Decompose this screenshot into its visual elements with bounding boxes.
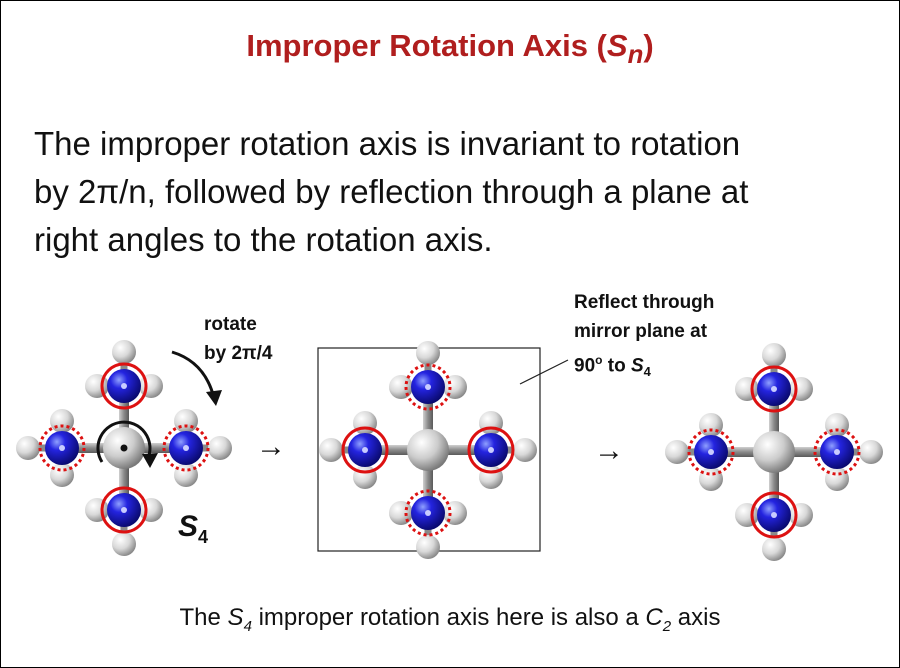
bond — [124, 443, 186, 453]
white-atom — [789, 503, 813, 527]
bond — [119, 448, 129, 510]
arrow-2: → — [594, 434, 624, 467]
caption: The S4 improper rotation axis here is al… — [179, 604, 721, 635]
white-atom — [443, 501, 467, 525]
white-atom — [139, 374, 163, 398]
white-atom — [85, 498, 109, 522]
blue-atom-highlight — [425, 510, 431, 516]
white-atom — [513, 438, 537, 462]
blue-atom-highlight — [771, 386, 777, 392]
dotted-ring-bottom — [404, 489, 452, 537]
white-atom — [825, 413, 849, 437]
central-atom — [753, 431, 795, 473]
dotted-ring-right — [162, 424, 210, 472]
bond — [62, 443, 124, 453]
blue-atom-highlight — [121, 383, 127, 389]
definition-line-1: The improper rotation axis is invariant … — [34, 125, 741, 162]
blue-atom-highlight — [488, 447, 494, 453]
solid-ring-top — [100, 362, 148, 410]
bond — [423, 387, 433, 450]
white-atom — [479, 465, 503, 489]
solid-ring-top — [750, 365, 798, 413]
white-atom — [16, 436, 40, 460]
white-atom — [50, 463, 74, 487]
definition-text: The improper rotation axis is invariant … — [34, 120, 874, 264]
blue-atom-highlight — [59, 445, 65, 451]
bond — [711, 447, 774, 457]
white-atom — [699, 413, 723, 437]
white-atom — [479, 411, 503, 435]
white-atom — [859, 440, 883, 464]
white-atom — [762, 537, 786, 561]
white-atom — [389, 501, 413, 525]
reflect-label: Reflect through mirror plane at 90o to S… — [574, 292, 715, 380]
white-atom — [762, 343, 786, 367]
white-atom — [319, 438, 343, 462]
white-atom — [174, 409, 198, 433]
solid-ring-left — [341, 426, 389, 474]
white-atom — [665, 440, 689, 464]
white-atom — [789, 377, 813, 401]
white-atom — [353, 411, 377, 435]
blue-atom-highlight — [425, 384, 431, 390]
blue-atom-highlight — [834, 449, 840, 455]
bond — [428, 445, 491, 455]
blue-atom-highlight — [708, 449, 714, 455]
arrow-1: → — [256, 430, 286, 463]
mirror-plane-pointer — [519, 359, 569, 385]
rotation-ring-icon — [96, 420, 152, 463]
white-atom — [825, 467, 849, 491]
white-atom — [353, 465, 377, 489]
blue-atom-highlight — [183, 445, 189, 451]
solid-ring-bottom — [750, 491, 798, 539]
bond — [769, 389, 779, 452]
blue-atom-highlight — [771, 512, 777, 518]
white-atom — [139, 498, 163, 522]
solid-ring-bottom — [100, 486, 148, 534]
white-atom — [112, 340, 136, 364]
white-atom — [416, 535, 440, 559]
white-atom — [735, 377, 759, 401]
blue-atom-highlight — [121, 507, 127, 513]
white-atom — [50, 409, 74, 433]
bond — [365, 445, 428, 455]
axis-point-icon — [120, 444, 128, 452]
dotted-ring-top — [404, 363, 452, 411]
dotted-ring-left — [38, 424, 86, 472]
white-atom — [85, 374, 109, 398]
bond — [774, 447, 837, 457]
bond — [423, 450, 433, 513]
s4-axis-label: S4 — [178, 510, 209, 548]
dotted-ring-right — [813, 428, 861, 476]
white-atom — [443, 375, 467, 399]
white-atom — [112, 532, 136, 556]
dotted-ring-left — [687, 428, 735, 476]
white-atom — [208, 436, 232, 460]
rotate-curve-arrow-head — [206, 390, 222, 406]
definition-line-2: by 2π/n, followed by reflection through … — [34, 173, 749, 210]
solid-ring-right — [467, 426, 515, 474]
rotate-curve-arrow — [171, 350, 216, 399]
definition-line-3: right angles to the rotation axis. — [34, 221, 493, 258]
central-atom — [407, 429, 449, 471]
white-atom — [735, 503, 759, 527]
white-atom — [416, 341, 440, 365]
slide-title: Improper Rotation Axis (Sn) — [246, 28, 654, 70]
rotation-ring-arrowhead — [142, 453, 158, 468]
blue-atom-highlight — [362, 447, 368, 453]
white-atom — [389, 375, 413, 399]
bond — [119, 386, 129, 448]
rotate-label: rotate by 2π/4 — [204, 314, 273, 364]
white-atom — [699, 467, 723, 491]
white-atom — [174, 463, 198, 487]
bond — [769, 452, 779, 515]
